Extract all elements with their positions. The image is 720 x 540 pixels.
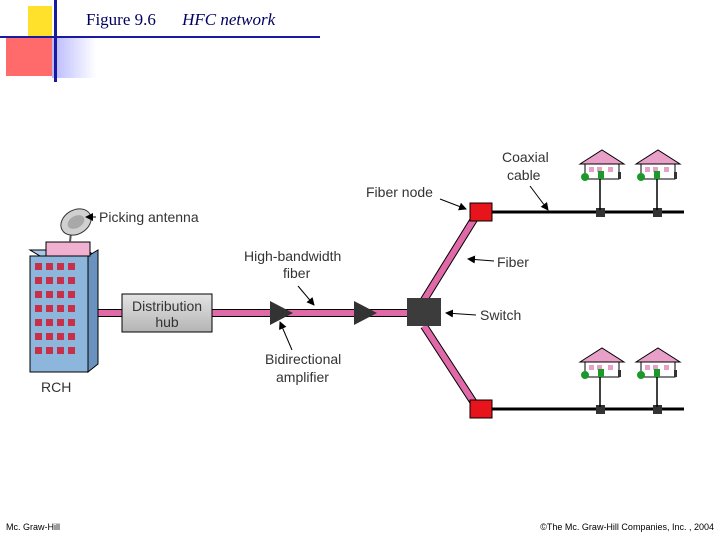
tap-top-1 [596,208,605,217]
figure-name: HFC network [182,10,276,29]
satellite-dish-icon [60,208,92,243]
label-picking-antenna: Picking antenna [99,209,199,225]
figure-title: Figure 9.6 HFC network [86,10,275,34]
fiber-node-bottom [469,399,493,419]
amplifier-right-icon [354,301,377,325]
distribution-hub-box [121,293,213,333]
fiber-switch-to-node-top-fill [421,214,479,302]
figure-label: Figure 9.6 [86,10,156,29]
rch-building [28,241,99,374]
house-icon [634,149,682,181]
label-high-bandwidth-2: fiber [283,265,311,281]
label-coaxial-2: cable [507,167,541,183]
house-icon [578,347,626,379]
corner-square-gradient [52,36,96,78]
label-rch: RCH [41,379,71,395]
switch-box [407,298,441,326]
fiber-switch-to-node-bottom-fill [421,324,479,408]
tap-bottom-1 [596,405,605,414]
corner-line-horizontal [0,36,320,38]
tap-top-2 [653,208,662,217]
label-distribution-hub-1: Distribution [132,298,202,314]
footer-copyright: ©The Mc. Graw-Hill Companies, Inc. , 200… [540,522,714,532]
label-coaxial-1: Coaxial [502,149,549,165]
label-high-bandwidth-1: High-bandwidth [244,248,341,264]
fiber-node-top [469,202,493,222]
label-distribution-hub-2: hub [155,314,179,330]
label-bidirectional-1: Bidirectional [265,351,341,367]
tap-bottom-2 [653,405,662,414]
amplifier-left-icon [270,301,293,325]
label-fiber: Fiber [497,254,529,270]
label-fiber-node: Fiber node [366,184,433,200]
label-bidirectional-2: amplifier [276,369,329,385]
corner-line-vertical [54,0,57,82]
label-switch: Switch [480,307,521,323]
corner-square-yellow [28,6,52,36]
coaxial-links [490,178,684,414]
house-icon [634,347,682,379]
footer-publisher: Mc. Graw-Hill [6,522,60,532]
callout-arrows [85,185,549,351]
corner-square-red [6,36,52,76]
house-icon [578,149,626,181]
